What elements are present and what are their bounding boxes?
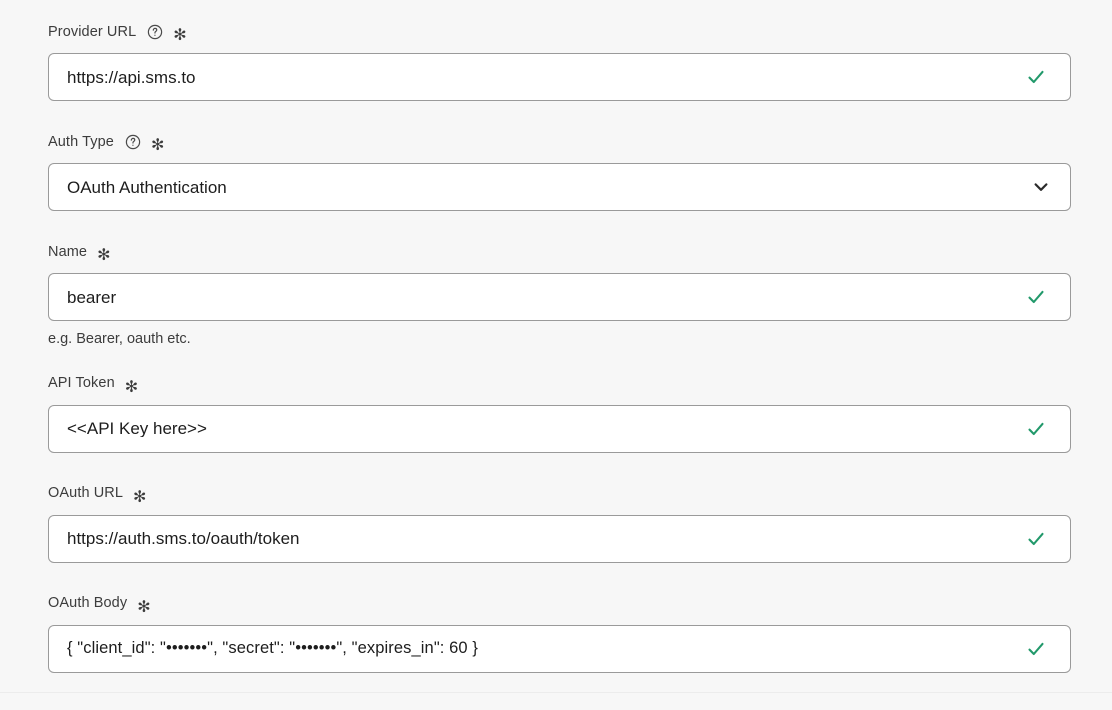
question-circle-icon[interactable] — [125, 134, 141, 150]
input-value-api-token: <<API Key here>> — [67, 420, 207, 437]
label-row-auth-type: Auth Type ✻ — [48, 131, 1071, 153]
input-oauth-body[interactable]: { "client_id": "•••••••", "secret": "•••… — [48, 624, 1071, 673]
required-asterisk: ✻ — [124, 376, 139, 396]
required-asterisk: ✻ — [150, 135, 165, 154]
select-value-auth-type: OAuth Authentication — [67, 178, 227, 196]
required-asterisk: ✻ — [137, 596, 151, 616]
select-auth-type[interactable]: OAuth Authentication — [48, 163, 1071, 211]
input-value-oauth-body: { "client_id": "•••••••", "secret": "•••… — [67, 640, 479, 657]
check-icon — [1026, 529, 1046, 549]
check-icon — [1026, 639, 1046, 659]
label-name: Name — [48, 243, 88, 260]
label-row-oauth-body: OAuth Body ✻ — [48, 593, 1071, 615]
bottom-divider — [0, 692, 1112, 693]
field-oauth-body: OAuth Body ✻ { "client_id": "•••••••", "… — [48, 593, 1071, 673]
label-provider-url: Provider URL — [48, 23, 137, 40]
check-icon — [1026, 419, 1046, 439]
required-asterisk: ✻ — [133, 486, 147, 506]
field-name: Name ✻ bearer e.g. Bearer, oauth etc. — [48, 241, 1071, 347]
field-auth-type: Auth Type ✻ OAuth Authentication — [48, 131, 1071, 211]
check-icon — [1026, 287, 1046, 307]
field-provider-url: Provider URL ✻ https://api.sms.to — [48, 21, 1071, 101]
required-asterisk: ✻ — [97, 245, 111, 264]
provider-configuration-form: Provider URL ✻ https://api.sms.to — [48, 21, 1071, 673]
label-row-oauth-url: OAuth URL ✻ — [48, 483, 1071, 505]
required-asterisk: ✻ — [173, 25, 187, 44]
label-auth-type: Auth Type — [48, 133, 114, 150]
label-oauth-url: OAuth URL — [48, 485, 124, 502]
input-value-name: bearer — [67, 288, 117, 306]
label-api-token: API Token — [48, 375, 115, 392]
chevron-down-icon[interactable] — [1032, 178, 1050, 196]
label-row-api-token: API Token ✻ — [48, 373, 1071, 395]
check-icon — [1026, 67, 1046, 87]
input-name[interactable]: bearer — [48, 273, 1071, 321]
label-row-name: Name ✻ — [48, 241, 1071, 263]
input-value-provider-url: https://api.sms.to — [67, 68, 196, 86]
field-api-token: API Token ✻ <<API Key here>> — [48, 373, 1071, 453]
input-provider-url[interactable]: https://api.sms.to — [48, 53, 1071, 101]
label-row-provider-url: Provider URL ✻ — [48, 21, 1071, 43]
label-oauth-body: OAuth Body — [48, 595, 128, 612]
hint-name: e.g. Bearer, oauth etc. — [48, 331, 191, 347]
question-circle-icon[interactable] — [147, 24, 163, 40]
input-value-oauth-url: https://auth.sms.to/oauth/token — [67, 530, 300, 547]
field-oauth-url: OAuth URL ✻ https://auth.sms.to/oauth/to… — [48, 483, 1071, 563]
input-api-token[interactable]: <<API Key here>> — [48, 404, 1071, 453]
input-oauth-url[interactable]: https://auth.sms.to/oauth/token — [48, 514, 1071, 563]
